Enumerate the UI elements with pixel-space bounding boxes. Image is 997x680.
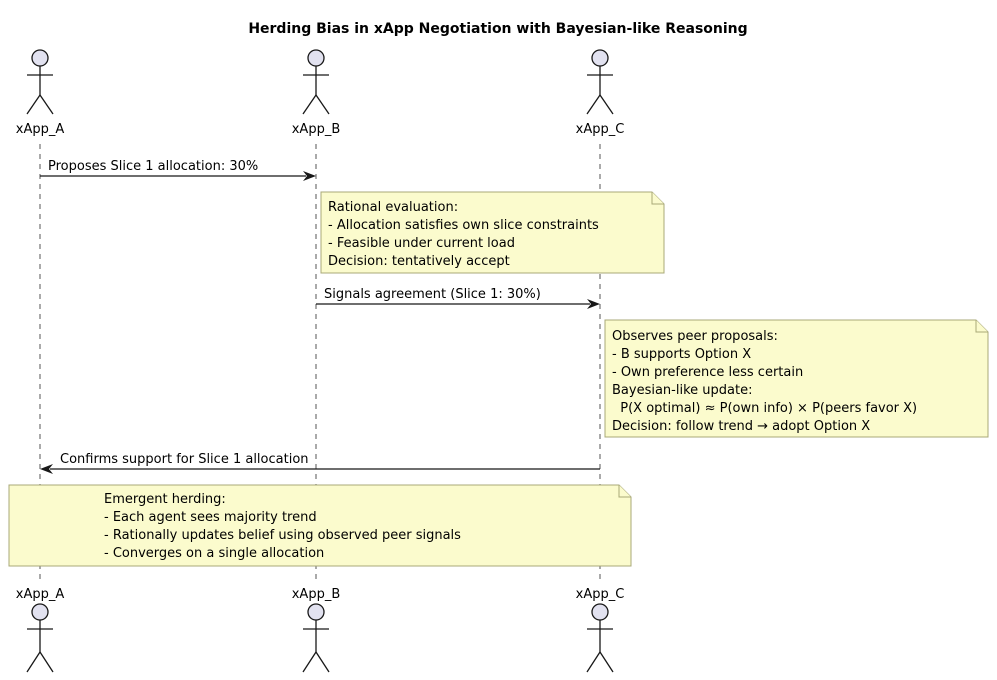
note-line: - Own preference less certain	[612, 365, 803, 380]
actor-xapp-b-bottom: xApp_B	[292, 587, 341, 673]
message-label: Proposes Slice 1 allocation: 30%	[48, 159, 258, 174]
note-line: - Each agent sees majority trend	[104, 510, 317, 525]
note-line: P(X optimal) ≈ P(own info) × P(peers fav…	[612, 401, 917, 416]
actor-xapp-c-bottom: xApp_C	[576, 587, 625, 673]
note-line: Observes peer proposals:	[612, 329, 778, 344]
note-line: Rational evaluation:	[328, 200, 458, 215]
actor-label: xApp_C	[576, 587, 625, 602]
actor-xapp-c-top: xApp_C	[576, 49, 625, 137]
actor-label: xApp_A	[16, 122, 65, 137]
svg-text:Emergent herding: - Each: Emergent herding: - Each agent sees majo…	[104, 492, 465, 561]
actor-label: xApp_A	[16, 587, 65, 602]
actor-icon	[26, 49, 54, 115]
note-line: Decision: follow trend → adopt Option X	[612, 419, 870, 434]
actor-icon	[302, 603, 330, 673]
note-line: - Rationally updates belief using observ…	[104, 528, 461, 543]
arrowhead-icon	[587, 299, 600, 309]
actor-label: xApp_C	[576, 122, 625, 137]
arrowhead-icon	[303, 171, 316, 181]
note-rational-evaluation: Rational evaluation: - Allocation satisf…	[320, 191, 665, 274]
arrowhead-icon	[40, 464, 53, 474]
note-line: Decision: tentatively accept	[328, 254, 510, 269]
actor-icon	[586, 603, 614, 673]
message-label: Signals agreement (Slice 1: 30%)	[324, 287, 541, 302]
actor-icon	[586, 49, 614, 115]
diagram-title: Herding Bias in xApp Negotiation with Ba…	[248, 21, 747, 37]
note-line: - Allocation satisfies own slice constra…	[328, 218, 599, 233]
actor-label: xApp_B	[292, 122, 341, 137]
actor-xapp-b-top: xApp_B	[292, 49, 341, 137]
message-3: Confirms support for Slice 1 allocation	[40, 452, 600, 474]
note-bayesian-update: Observes peer proposals: - B supports Op…	[604, 319, 989, 438]
note-line: Bayesian-like update:	[612, 383, 752, 398]
message-label: Confirms support for Slice 1 allocation	[60, 452, 309, 467]
note-line: - Converges on a single allocation	[104, 546, 324, 561]
message-1: Proposes Slice 1 allocation: 30%	[40, 159, 316, 181]
message-2: Signals agreement (Slice 1: 30%)	[316, 287, 600, 309]
actor-icon	[26, 603, 54, 673]
note-emergent-herding: Emergent herding: - Each agent sees majo…	[8, 484, 632, 567]
svg-text:Observes peer proposals:: Observes peer proposals: - B supports Op…	[612, 329, 921, 434]
actor-icon	[302, 49, 330, 115]
svg-text:Rational evaluation: - A: Rational evaluation: - Allocation satisf…	[328, 200, 603, 269]
note-line: - Feasible under current load	[328, 236, 515, 251]
actor-label: xApp_B	[292, 587, 341, 602]
note-line: - B supports Option X	[612, 347, 751, 362]
actor-xapp-a-bottom: xApp_A	[16, 587, 65, 673]
note-line: Emergent herding:	[104, 492, 226, 507]
actor-xapp-a-top: xApp_A	[16, 49, 65, 137]
